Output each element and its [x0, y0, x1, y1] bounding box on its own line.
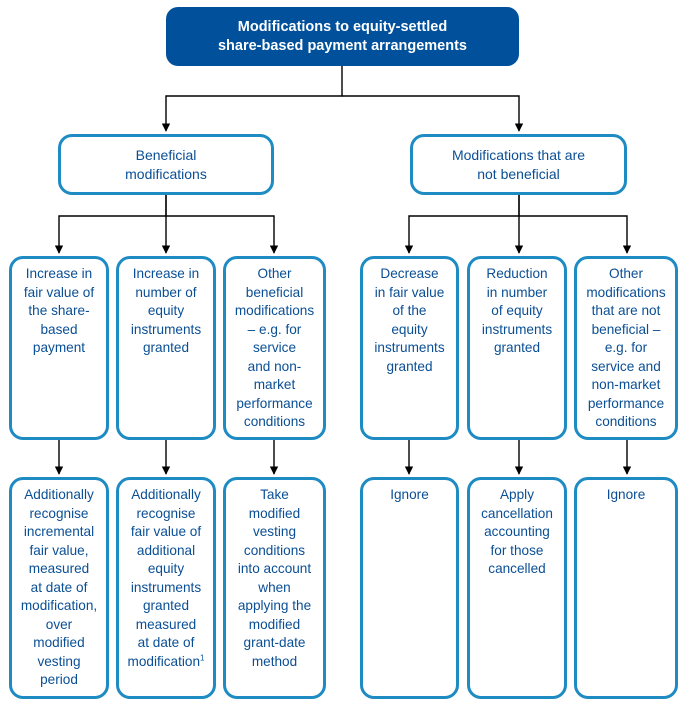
branch-label: Beneficial modifications — [125, 147, 207, 182]
condition-text: Decrease in fair value of the equity ins… — [374, 266, 445, 374]
treatment-box: Ignore — [360, 477, 459, 699]
branch-beneficial: Beneficial modifications — [58, 134, 274, 195]
branch-connector — [519, 215, 632, 254]
treatment-text: Additionally recognise fair value of add… — [128, 486, 205, 671]
treatment-text: Apply cancellation accounting for those … — [481, 487, 553, 576]
treatment-box: Additionally recognise incremental fair … — [9, 477, 109, 699]
condition-text: Increase in number of equity instruments… — [130, 266, 202, 355]
treatment-box: Additionally recognise fair value of add… — [116, 477, 216, 699]
root-connector — [161, 66, 343, 132]
branch-label: Modifications that are not beneficial — [451, 147, 586, 182]
condition-box: Decrease in fair value of the equity ins… — [360, 256, 459, 440]
branch-connector — [404, 195, 520, 254]
condition-text: Other beneficial modifications – e.g. fo… — [234, 266, 315, 429]
treatment-box: Apply cancellation accounting for those … — [467, 477, 567, 699]
treatment-box: Ignore — [574, 477, 678, 699]
treatment-text: Ignore — [390, 487, 429, 502]
condition-box: Increase in number of equity instruments… — [116, 256, 216, 440]
treatment-text: Additionally recognise incremental fair … — [20, 487, 98, 687]
condition-box: Increase in fair value of the share- bas… — [9, 256, 109, 440]
root-connector — [342, 95, 524, 132]
condition-box: Other beneficial modifications – e.g. fo… — [223, 256, 326, 440]
root-title: Modifications to equity-settled share-ba… — [217, 18, 467, 54]
condition-text: Increase in fair value of the share- bas… — [23, 266, 95, 355]
treatment-box: Take modified vesting conditions into ac… — [223, 477, 326, 699]
footnote-marker: 1 — [200, 652, 205, 662]
condition-box: Reduction in number of equity instrument… — [467, 256, 567, 440]
condition-text: Reduction in number of equity instrument… — [481, 266, 553, 355]
condition-text: Other modifications that are not benefic… — [586, 266, 666, 429]
treatment-text: Take modified vesting conditions into ac… — [237, 487, 312, 669]
root-node: Modifications to equity-settled share-ba… — [166, 7, 519, 66]
branch-connector — [54, 195, 167, 254]
treatment-text: Ignore — [606, 487, 646, 502]
condition-box: Other modifications that are not benefic… — [574, 256, 678, 440]
branch-connector — [166, 215, 279, 254]
treatment-text-main: Additionally recognise fair value of add… — [127, 487, 202, 669]
branch-not-beneficial: Modifications that are not beneficial — [410, 134, 627, 195]
